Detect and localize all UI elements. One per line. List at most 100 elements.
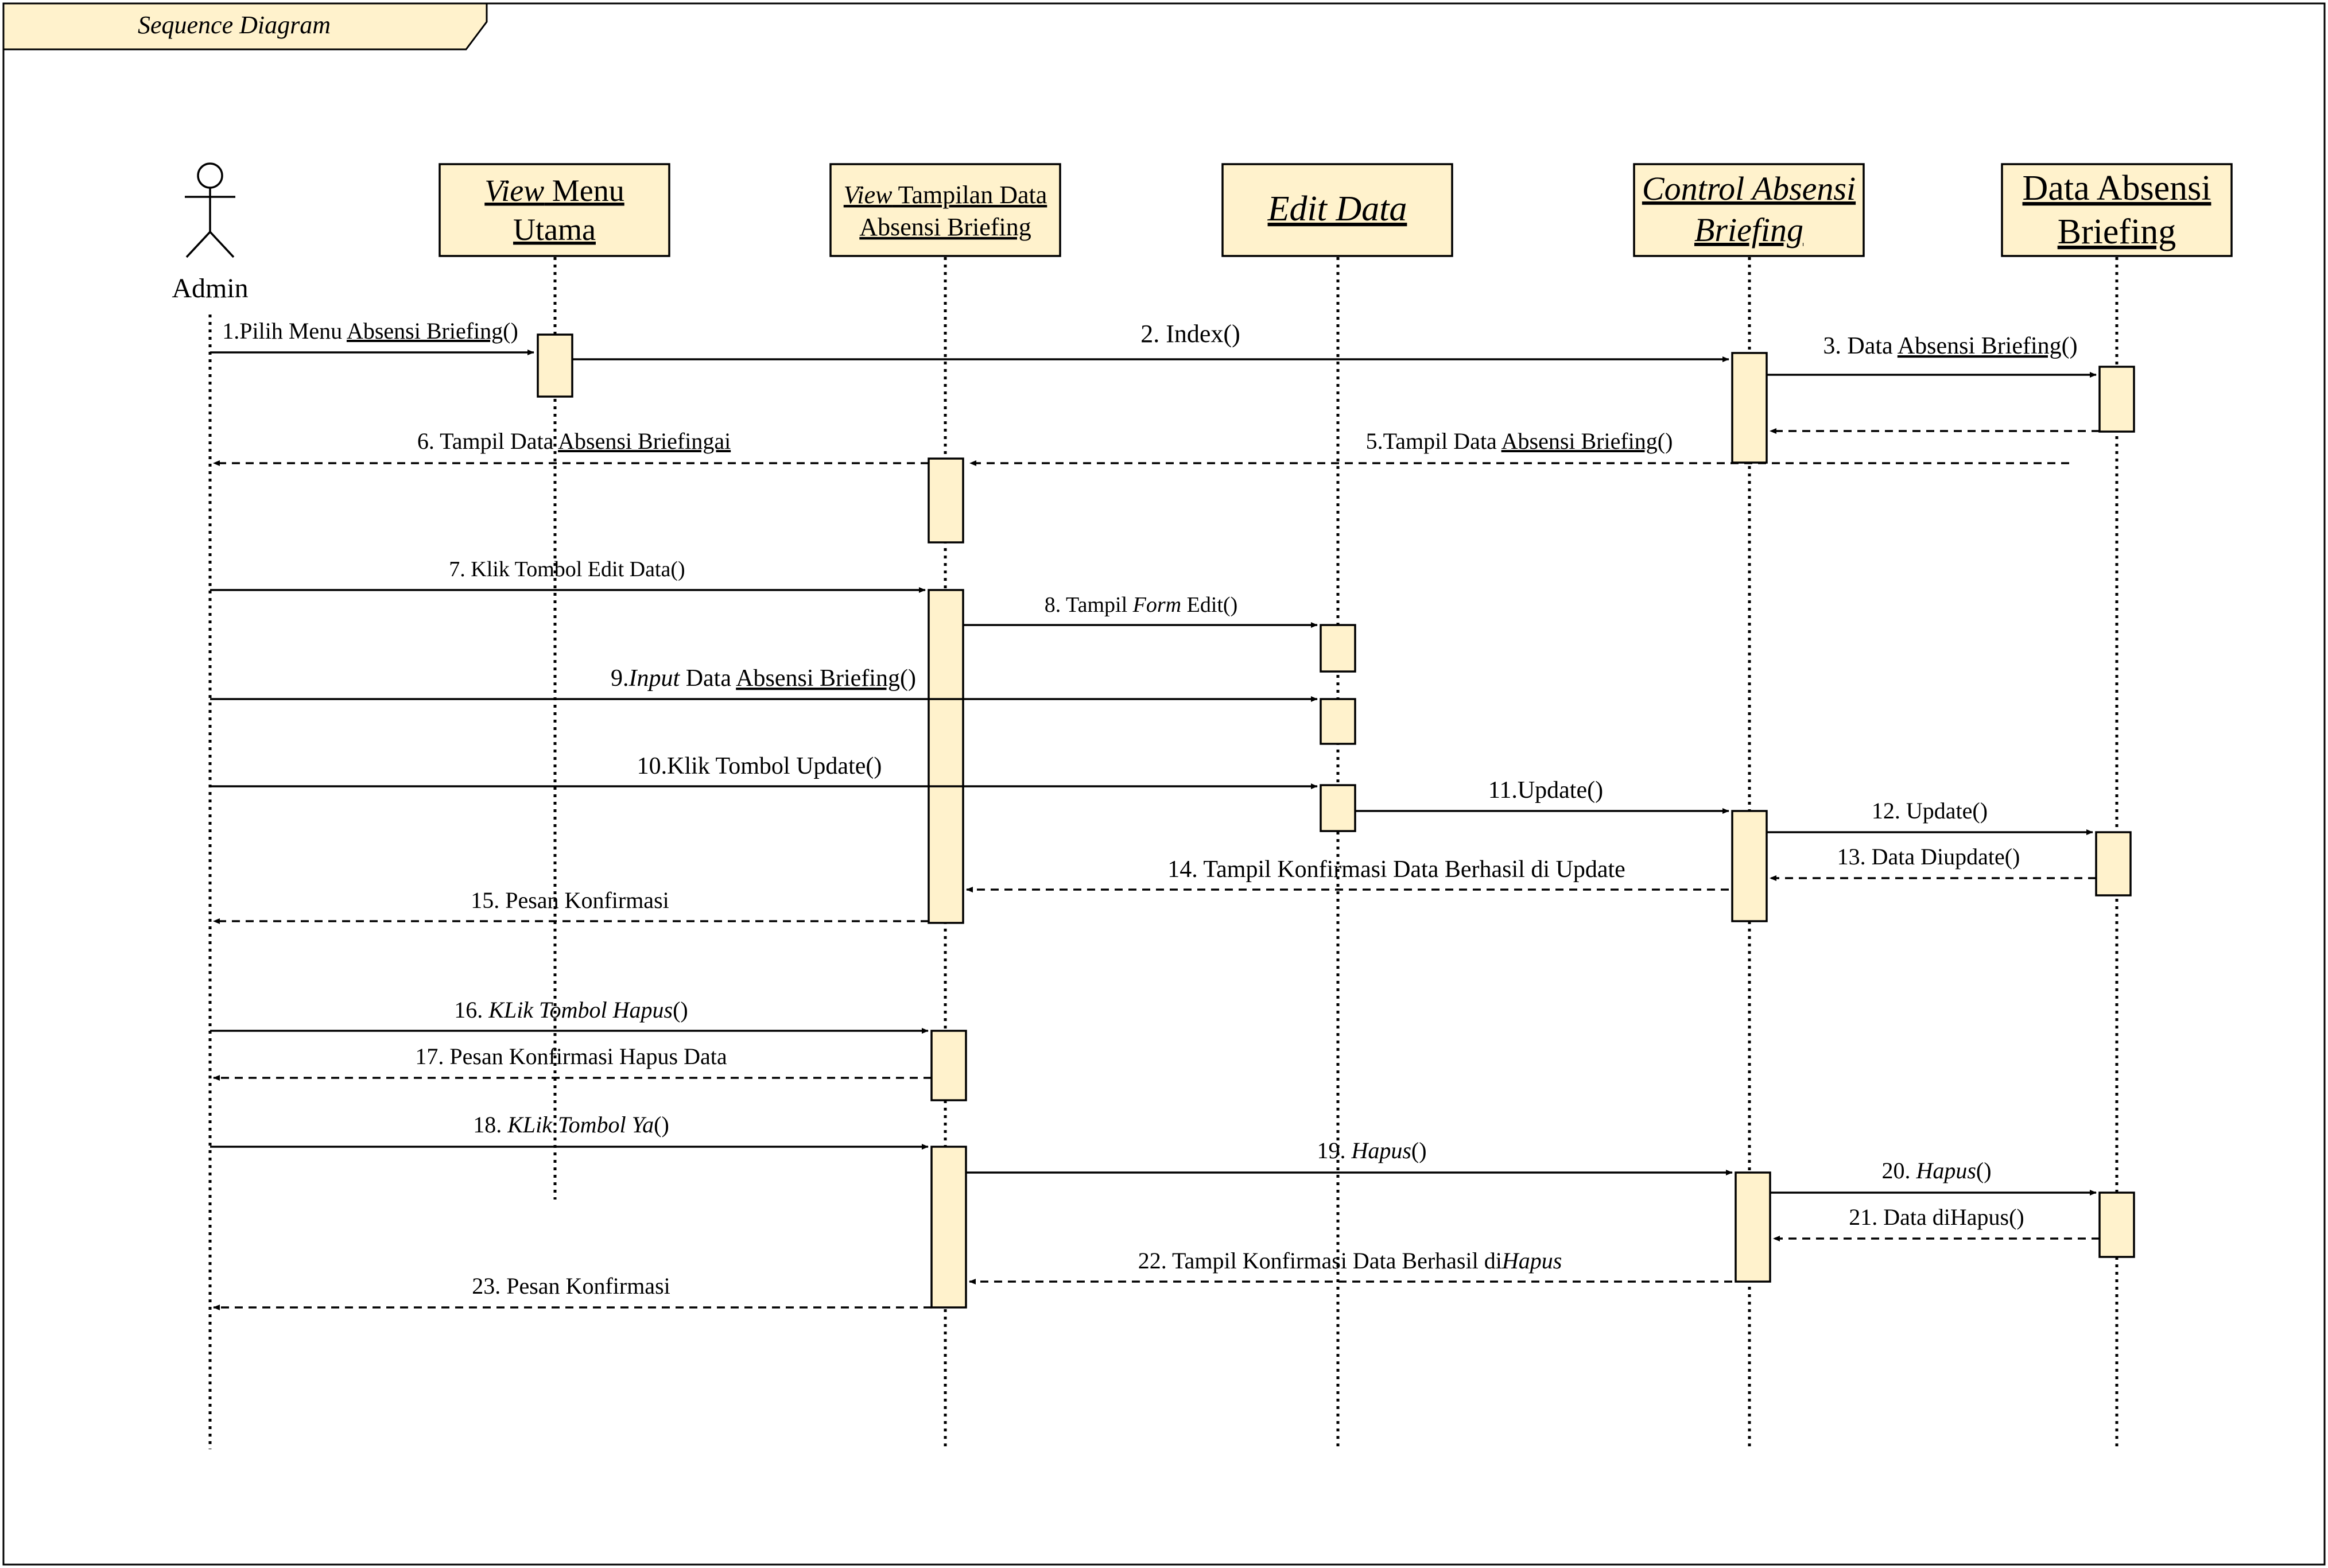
- message-9: 9.Input Data Absensi Briefing(): [210, 665, 1318, 702]
- activation-bar: [928, 589, 964, 924]
- message-23: 23. Pesan Konfirmasi: [213, 1273, 932, 1310]
- message-label: 6. Tampil Data Absensi Briefingai: [417, 428, 731, 454]
- message-label: 9.Input Data Absensi Briefing(): [611, 665, 916, 692]
- message-13: 13. Data Diupdate(): [1770, 844, 2096, 881]
- participant-label-line: View Menu: [484, 173, 624, 208]
- message-12: 12. Update(): [1767, 798, 2093, 835]
- label-run: Input: [628, 665, 681, 692]
- activation-bar: [1320, 698, 1356, 745]
- label-run: 17. Pesan Konfirmasi Hapus Data: [415, 1043, 727, 1069]
- label-run: 19.: [1317, 1138, 1351, 1163]
- message-label: 5.Tampil Data Absensi Briefing(): [1366, 428, 1673, 454]
- label-run: View: [484, 173, 544, 208]
- message-15: 15. Pesan Konfirmasi: [213, 887, 929, 924]
- label-run: 16.: [454, 997, 488, 1023]
- participant-label-line: Control Absensi: [1642, 170, 1856, 207]
- activation-bar: [1320, 784, 1356, 832]
- participant-label: Edit Data: [1267, 189, 1407, 228]
- actor-admin: Admin: [172, 162, 249, 304]
- label-run: (): [673, 997, 688, 1023]
- label-run: 1.Pilih Menu: [222, 318, 347, 344]
- label-run: 15. Pesan Konfirmasi: [471, 887, 669, 913]
- participant-box: [829, 163, 1061, 257]
- message-label: 1.Pilih Menu Absensi Briefing(): [222, 318, 518, 344]
- label-run: Menu: [544, 173, 624, 208]
- label-run: (): [1976, 1158, 1992, 1183]
- label-run: 20.: [1881, 1158, 1916, 1183]
- label-run: KLik Tombol Ya: [507, 1112, 654, 1138]
- label-run: Data: [680, 665, 736, 692]
- message-label: 20. Hapus(): [1881, 1158, 1991, 1183]
- message-22: 22. Tampil Konfirmasi Data Berhasil diHa…: [969, 1248, 1732, 1284]
- message-1: 1.Pilih Menu Absensi Briefing(): [210, 318, 534, 355]
- label-run: KLik Tombol Hapus: [488, 997, 673, 1023]
- activation-bar: [930, 1030, 967, 1101]
- label-run: 5.Tampil Data: [1366, 428, 1501, 454]
- actor-leg-right: [209, 231, 235, 258]
- message-label: 15. Pesan Konfirmasi: [471, 887, 669, 913]
- label-run: Absensi Briefing: [736, 665, 900, 692]
- label-run: Absensi Briefing: [347, 318, 503, 344]
- activations: [537, 333, 2135, 1309]
- actor-head: [197, 162, 223, 189]
- message-6: 6. Tampil Data Absensi Briefingai: [213, 428, 929, 466]
- activation-bar: [1735, 1171, 1771, 1283]
- label-run: 22. Tampil Konfirmasi Data Berhasil di: [1138, 1248, 1502, 1274]
- message-16: 16. KLik Tombol Hapus(): [210, 997, 929, 1034]
- label-run: 9.: [611, 665, 629, 692]
- participant-box: [1633, 163, 1865, 257]
- message-8: 8. Tampil Form Edit(): [963, 593, 1318, 628]
- message-11: 11.Update(): [1355, 777, 1729, 814]
- label-run: Data Absensi: [2023, 169, 2211, 208]
- label-run: (): [900, 665, 916, 692]
- label-run: Control Absensi: [1642, 170, 1856, 207]
- message-label: 16. KLik Tombol Hapus(): [454, 997, 688, 1023]
- participant-box: [1221, 163, 1453, 257]
- message-3: 3. Data Absensi Briefing(): [1767, 333, 2097, 378]
- label-run: (): [503, 318, 518, 344]
- message-17: 17. Pesan Konfirmasi Hapus Data: [213, 1043, 932, 1081]
- activation-bar: [2095, 831, 2132, 896]
- label-run: Absensi Briefingai: [558, 428, 731, 454]
- message-label: 14. Tampil Konfirmasi Data Berhasil di U…: [1167, 856, 1625, 883]
- message-10: 10.Klik Tombol Update(): [210, 753, 1318, 789]
- label-run: Absensi Briefing: [859, 213, 1031, 241]
- label-run: 12. Update(): [1872, 798, 1988, 824]
- message-label: 3. Data Absensi Briefing(): [1823, 333, 2077, 359]
- label-run: 8. Tampil: [1045, 593, 1133, 617]
- participant-box: [439, 163, 670, 257]
- participant-box: [2001, 163, 2233, 257]
- message-label: 12. Update(): [1872, 798, 1988, 824]
- message-label: 13. Data Diupdate(): [1837, 844, 2020, 870]
- activation-bar: [2098, 1191, 2135, 1258]
- label-run: 10.Klik Tombol Update(): [637, 753, 882, 779]
- message-label: 11.Update(): [1488, 777, 1603, 804]
- message-label: 17. Pesan Konfirmasi Hapus Data: [415, 1043, 727, 1069]
- label-run: Absensi Briefing: [1501, 428, 1658, 454]
- participant-label-line: Edit Data: [1267, 189, 1407, 228]
- label-run: Edit Data: [1267, 189, 1407, 228]
- message-5: 5.Tampil Data Absensi Briefing(): [969, 428, 2069, 466]
- label-run: (): [1411, 1138, 1427, 1163]
- label-run: 21. Data diHapus(): [1849, 1204, 2024, 1230]
- message-label: 2. Index(): [1140, 320, 1240, 348]
- participant-label-line: Utama: [513, 212, 596, 247]
- activation-bar: [1731, 352, 1768, 464]
- label-run: Absensi Briefing: [1898, 333, 2062, 359]
- label-run: Hapus: [1915, 1158, 1976, 1183]
- activation-bar: [930, 1146, 967, 1309]
- message-18: 18. KLik Tombol Ya(): [210, 1112, 929, 1150]
- message-21: 21. Data diHapus(): [1773, 1204, 2100, 1241]
- activation-bar: [928, 457, 964, 544]
- label-run: 11.Update(): [1488, 777, 1603, 804]
